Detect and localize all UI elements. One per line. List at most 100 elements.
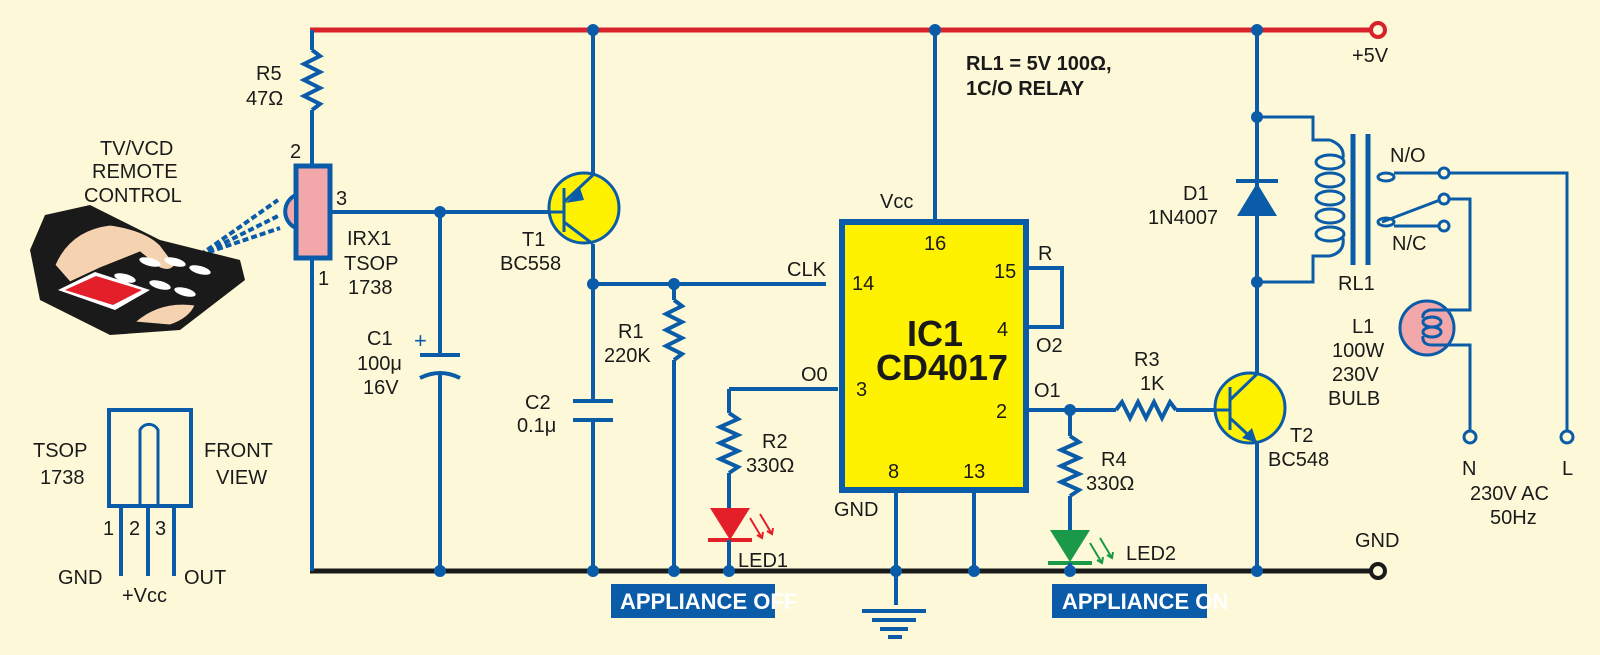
relay-no-label: N/O <box>1390 145 1426 167</box>
transistor-t2 <box>1213 371 1287 445</box>
irx1-type: TSOP <box>344 253 398 275</box>
pinout-vcc: +Vcc <box>122 585 167 607</box>
pinout-out: OUT <box>184 567 226 589</box>
appliance-on-badge: APPLIANCE ON <box>1052 584 1228 618</box>
supply-terminal <box>1369 21 1387 39</box>
pinout-title-2: 1738 <box>40 467 85 489</box>
r1-value: 220K <box>604 345 651 367</box>
mains-voltage: 230V AC <box>1470 483 1549 505</box>
resistor-r2 <box>715 389 743 508</box>
ic1-clk-label: CLK <box>787 259 827 281</box>
junction-dots <box>434 24 1263 577</box>
reset-link-wire <box>1026 266 1064 329</box>
ic1-pin-2: 2 <box>996 401 1007 423</box>
relay-coil-rl1 <box>1257 115 1371 284</box>
pinout-pin1: 1 <box>103 518 114 540</box>
led2 <box>1048 530 1114 571</box>
ic1-pin-4: 4 <box>997 319 1008 341</box>
c1-value: 100μ <box>357 353 402 375</box>
t1-name: T1 <box>522 229 545 251</box>
r4-name: R4 <box>1101 449 1127 471</box>
ic1-name: IC1 <box>907 313 963 354</box>
ic1-pin-3: 3 <box>856 379 867 401</box>
transistor-t1 <box>547 171 621 246</box>
appliance-off-badge: APPLIANCE OFF <box>611 584 797 618</box>
led2-label: LED2 <box>1126 543 1176 565</box>
ic1-pin-15: 15 <box>994 261 1016 283</box>
ic1-o0-label: O0 <box>801 364 828 386</box>
ic1-pin-16: 16 <box>924 233 946 255</box>
ir-sensor-irx1 <box>283 163 440 571</box>
ic1-gnd-label: GND <box>834 499 878 521</box>
d1-name: D1 <box>1183 183 1209 205</box>
r5-name: R5 <box>256 63 282 85</box>
c2-value: 0.1μ <box>517 415 556 437</box>
relay-nc-label: N/C <box>1392 233 1426 255</box>
appliance-on-text: APPLIANCE ON <box>1062 589 1228 614</box>
r1-name: R1 <box>618 321 644 343</box>
live-terminal <box>1559 429 1575 445</box>
t1-part: BC558 <box>500 253 561 275</box>
resistor-r5 <box>299 30 325 165</box>
resistor-r3 <box>1114 397 1215 423</box>
pinout-title-1: TSOP <box>33 440 87 462</box>
r4-value: 330Ω <box>1086 473 1134 495</box>
live-label: L <box>1562 458 1573 480</box>
ic1-pin-8: 8 <box>888 461 899 483</box>
resistor-r4 <box>1056 410 1084 530</box>
capacitor-c2 <box>573 399 613 571</box>
ic1-o1-label: O1 <box>1034 380 1061 402</box>
ground-terminal <box>1369 562 1387 580</box>
c1-polarity: + <box>414 328 427 353</box>
irx1-pin-top: 2 <box>290 141 301 163</box>
l1-power: 100W <box>1332 340 1384 362</box>
supply-label: +5V <box>1352 45 1389 67</box>
pinout-view-1: FRONT <box>204 440 273 462</box>
tsop-pinout-diagram <box>107 408 193 576</box>
r3-value: 1K <box>1140 373 1165 395</box>
remote-control-icon <box>30 205 245 335</box>
t2-part: BC548 <box>1268 449 1329 471</box>
pinout-pin3: 3 <box>155 518 166 540</box>
remote-label-line1: TV/VCD <box>100 138 173 160</box>
d1-part: 1N4007 <box>1148 207 1218 229</box>
bulb-l1 <box>1398 299 1472 432</box>
pinout-pin2: 2 <box>129 518 140 540</box>
r5-value: 47Ω <box>246 88 283 110</box>
remote-label-line2: REMOTE <box>92 161 178 183</box>
r2-name: R2 <box>762 431 788 453</box>
ic1-pin-14: 14 <box>852 273 874 295</box>
neutral-label: N <box>1462 458 1476 480</box>
neutral-terminal <box>1462 429 1478 445</box>
ir-beam-icon <box>198 198 281 257</box>
pinout-view-2: VIEW <box>216 467 267 489</box>
irx1-pin-bottom: 1 <box>318 268 329 290</box>
pinout-gnd: GND <box>58 567 102 589</box>
c1-voltage: 16V <box>363 377 399 399</box>
r3-name: R3 <box>1134 349 1160 371</box>
l1-voltage: 230V <box>1332 364 1379 386</box>
relay-note-line1: RL1 = 5V 100Ω, <box>966 53 1112 75</box>
capacitor-c1 <box>419 212 461 571</box>
mains-frequency: 50Hz <box>1490 507 1537 529</box>
ic1-r-label: R <box>1038 243 1052 265</box>
irx1-part: 1738 <box>348 277 393 299</box>
irx1-pin-out: 3 <box>336 188 347 210</box>
appliance-off-text: APPLIANCE OFF <box>620 589 797 614</box>
c2-name: C2 <box>525 392 551 414</box>
resistor-r1 <box>661 284 687 571</box>
ic1-part: CD4017 <box>876 347 1008 388</box>
l1-name: L1 <box>1352 316 1374 338</box>
rl1-label: RL1 <box>1338 273 1375 295</box>
relay-contacts <box>1376 166 1569 432</box>
ic1-vcc-label: Vcc <box>880 191 913 213</box>
ic1-o2-label: O2 <box>1036 335 1063 357</box>
ic-cd4017 <box>839 219 1029 493</box>
led1-label: LED1 <box>738 550 788 572</box>
r2-value: 330Ω <box>746 455 794 477</box>
relay-note-line2: 1C/O RELAY <box>966 78 1085 100</box>
diode-d1 <box>1236 179 1278 216</box>
earth-ground-icon <box>862 609 926 639</box>
ground-label: GND <box>1355 530 1399 552</box>
